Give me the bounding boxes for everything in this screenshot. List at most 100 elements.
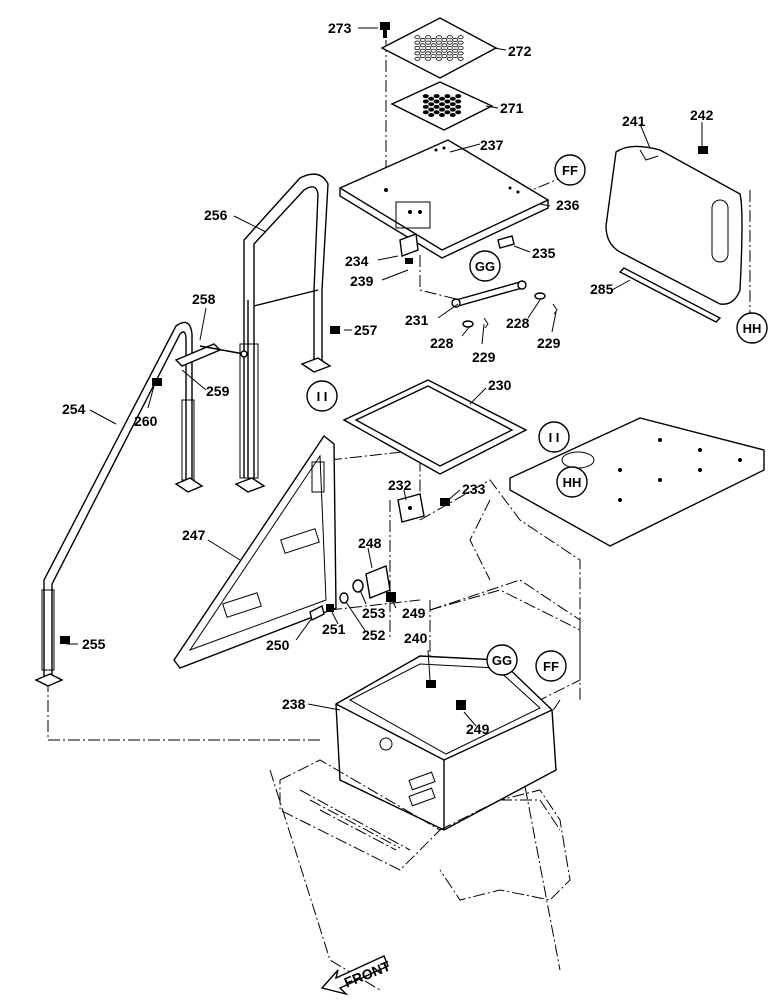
perforation-hole — [428, 113, 435, 118]
label-239: 239 — [350, 273, 374, 289]
perforation-hole — [425, 46, 432, 51]
label-240: 240 — [404, 630, 428, 646]
perforation-hole — [425, 56, 432, 61]
perforation-hole — [449, 102, 456, 107]
seal-285 — [618, 267, 722, 323]
perforation-hole — [446, 56, 453, 61]
washer-252 — [339, 592, 349, 604]
housing-238 — [335, 655, 557, 831]
perforation-hole — [444, 99, 451, 104]
perforation-hole — [425, 35, 432, 40]
label-249-upper: 249 — [402, 605, 426, 621]
perforation-hole — [444, 110, 451, 115]
floor-plate — [509, 417, 765, 547]
perforation-hole — [441, 48, 448, 53]
perforation-hole — [419, 54, 426, 59]
perforation-hole — [441, 37, 448, 42]
label-250: 250 — [266, 637, 290, 653]
perforation-hole — [455, 94, 462, 99]
perforation-hole — [430, 54, 437, 59]
perforation-hole — [435, 35, 442, 40]
label-285: 285 — [590, 281, 614, 297]
perforation-hole — [457, 40, 464, 45]
perforation-hole — [457, 56, 464, 61]
perforation-hole — [433, 99, 440, 104]
perforation-hole — [449, 96, 456, 101]
bolt-250 — [309, 604, 325, 622]
pin-229 — [483, 303, 558, 329]
callout-ii-right-text: I I — [549, 430, 560, 445]
bolt-240 — [426, 680, 436, 688]
label-234: 234 — [345, 253, 369, 269]
part-labels: 273 272 271 237 236 235 234 239 256 258 … — [62, 20, 714, 737]
label-260: 260 — [134, 413, 158, 429]
perforation-hole — [414, 35, 421, 40]
callout-hh-mid: HH — [556, 466, 588, 498]
perforation-hole — [435, 51, 442, 56]
label-255: 255 — [82, 636, 106, 652]
label-229-b: 229 — [537, 335, 561, 351]
handrail-256 — [234, 173, 332, 493]
label-241: 241 — [622, 113, 646, 129]
perforation-hole — [457, 51, 464, 56]
perforation-hole — [449, 113, 456, 118]
perforation-hole — [435, 40, 442, 45]
perforation-hole — [438, 96, 445, 101]
seal-frame-230 — [342, 379, 528, 475]
washer-228 — [462, 292, 546, 328]
perforation-hole — [446, 51, 453, 56]
perforation-hole — [446, 35, 453, 40]
label-249-lower: 249 — [466, 721, 490, 737]
label-242: 242 — [690, 107, 714, 123]
perforation-hole — [430, 43, 437, 48]
label-258: 258 — [192, 291, 216, 307]
label-237: 237 — [480, 137, 504, 153]
label-254: 254 — [62, 401, 86, 417]
hood-cover-241 — [605, 145, 743, 305]
callout-ff-bottom-text: FF — [543, 659, 559, 674]
callout-ff-bottom: FF — [535, 650, 567, 682]
label-231: 231 — [405, 312, 429, 328]
callout-hh-right-text: HH — [743, 321, 762, 336]
perforation-hole — [414, 56, 421, 61]
perforation-hole — [422, 110, 429, 115]
label-238: 238 — [282, 696, 306, 712]
perforation-hole — [446, 46, 453, 51]
perforation-hole — [422, 94, 429, 99]
perforation-hole — [422, 99, 429, 104]
seat-plate-236 — [338, 139, 550, 259]
perforation-hole — [441, 54, 448, 59]
bolt-249-lower — [456, 700, 466, 710]
hinge-248 — [365, 565, 391, 599]
bolt-233 — [440, 498, 450, 506]
bracket-258 — [174, 343, 248, 367]
perforated-plate-272 — [380, 17, 498, 79]
perforated-plate-271 — [390, 81, 494, 131]
perforation-hole — [430, 37, 437, 42]
label-228-b: 228 — [506, 315, 530, 331]
label-248: 248 — [358, 535, 382, 551]
label-230: 230 — [488, 377, 512, 393]
label-259: 259 — [206, 383, 230, 399]
perforation-hole — [422, 104, 429, 109]
perforation-hole — [444, 94, 451, 99]
callout-ii-left: I I — [306, 380, 338, 412]
callout-hh-mid-text: HH — [563, 475, 582, 490]
perforation-hole — [449, 107, 456, 112]
bolt-235 — [497, 235, 515, 249]
perforation-hole — [444, 104, 451, 109]
perforation-hole — [457, 46, 464, 51]
bolt-257 — [330, 326, 340, 334]
perforation-hole — [419, 37, 426, 42]
bolt-260 — [152, 378, 162, 386]
perforation-hole — [435, 46, 442, 51]
perforation-hole — [455, 99, 462, 104]
callout-gg-bottom-text: GG — [492, 653, 512, 668]
perforation-hole — [452, 43, 459, 48]
step-structure — [279, 759, 571, 901]
perforation-hole — [433, 94, 440, 99]
perforation-hole — [414, 46, 421, 51]
callout-ii-left-text: I I — [317, 389, 328, 404]
